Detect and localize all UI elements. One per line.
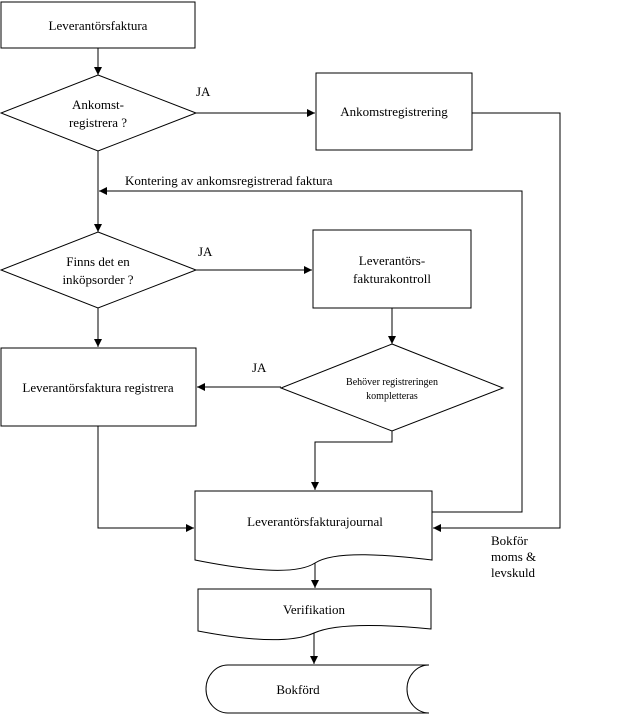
kontroll-process-box: Leverantörs- fakturakontroll [312,229,472,309]
arrow-registrera-to-journal [97,426,194,532]
komplettera-decision: Behöver registreringen kompletteras [279,343,505,432]
journal-document: Leverantörsfakturajournal [194,490,433,571]
kontroll-process-label-line2: fakturakontroll [353,271,431,286]
bokford-storage: Bokförd [205,664,430,714]
start-box: Leverantörsfaktura [0,1,196,49]
order-decision-label-line2: inköpsorder ? [62,272,133,287]
label-ja-ankomst: JA [196,84,211,99]
bokford-label: Bokförd [276,682,320,697]
ankomst-process-label: Ankomstregistrering [340,104,448,119]
ankomst-decision: Ankomst- registrera ? [0,74,198,152]
verifikation-label: Verifikation [283,602,346,617]
label-bokfor-line2: moms & [491,549,536,564]
arrow-komplettera-no [311,431,393,490]
komplettera-decision-label-line1: Behöver registreringen [346,377,438,388]
komplettera-decision-label-line2: kompletteras [366,391,418,402]
order-decision-label-line1: Finns det en [66,254,130,269]
ankomst-process-box: Ankomstregistrering [315,72,473,151]
label-bokfor-line1: Bokför [491,533,529,548]
label-ja-order: JA [198,244,213,259]
verifikation-document: Verifikation [197,588,432,641]
start-box-label: Leverantörsfaktura [49,18,148,33]
ankomst-decision-label-line1: Ankomst- [72,97,124,112]
arrow-journal-to-kontering [99,187,523,513]
label-ja-komplettera: JA [252,360,267,375]
journal-label: Leverantörsfakturajournal [247,514,383,529]
ankomst-decision-label-line2: registrera ? [69,115,127,130]
label-kontering: Kontering av ankomsregistrerad faktura [125,173,333,188]
arrow-ankomst-to-journal [433,112,561,532]
kontroll-process-label-line1: Leverantörs- [359,253,425,268]
label-bokfor-line3: levskuld [491,565,536,580]
registrera-process-box: Leverantörsfaktura registrera [0,347,197,427]
registrera-process-label: Leverantörsfaktura registrera [22,380,173,395]
order-decision: Finns det en inköpsorder ? [0,231,198,309]
